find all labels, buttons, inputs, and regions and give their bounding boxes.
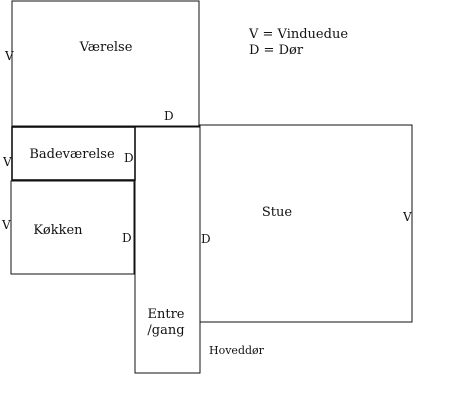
label-kokken: Køkken bbox=[33, 223, 83, 238]
label-main-door: Hoveddør bbox=[209, 344, 265, 357]
window-mark-kokken: V bbox=[1, 218, 11, 232]
window-mark-badevaerelse: V bbox=[2, 155, 12, 169]
door-mark-vaerelse: D bbox=[164, 109, 174, 123]
room-kokken bbox=[10, 180, 135, 275]
label-entre-line2: /gang bbox=[147, 323, 184, 338]
legend-window: V = Vinduedue bbox=[248, 27, 348, 42]
window-mark-stue: V bbox=[402, 210, 412, 224]
label-stue: Stue bbox=[262, 205, 293, 220]
label-badevaerelse: Badeværelse bbox=[29, 147, 115, 162]
room-stue bbox=[199, 124, 413, 323]
label-vaerelse: Værelse bbox=[79, 40, 133, 55]
legend-door: D = Dør bbox=[249, 43, 304, 58]
door-mark-kokken: D bbox=[122, 231, 132, 245]
room-vaerelse bbox=[11, 0, 200, 127]
label-entre-line1: Entre bbox=[148, 307, 185, 322]
door-mark-stue: D bbox=[201, 232, 211, 246]
window-mark-vaerelse: V bbox=[4, 49, 14, 63]
door-mark-badevaerelse: D bbox=[124, 151, 134, 165]
